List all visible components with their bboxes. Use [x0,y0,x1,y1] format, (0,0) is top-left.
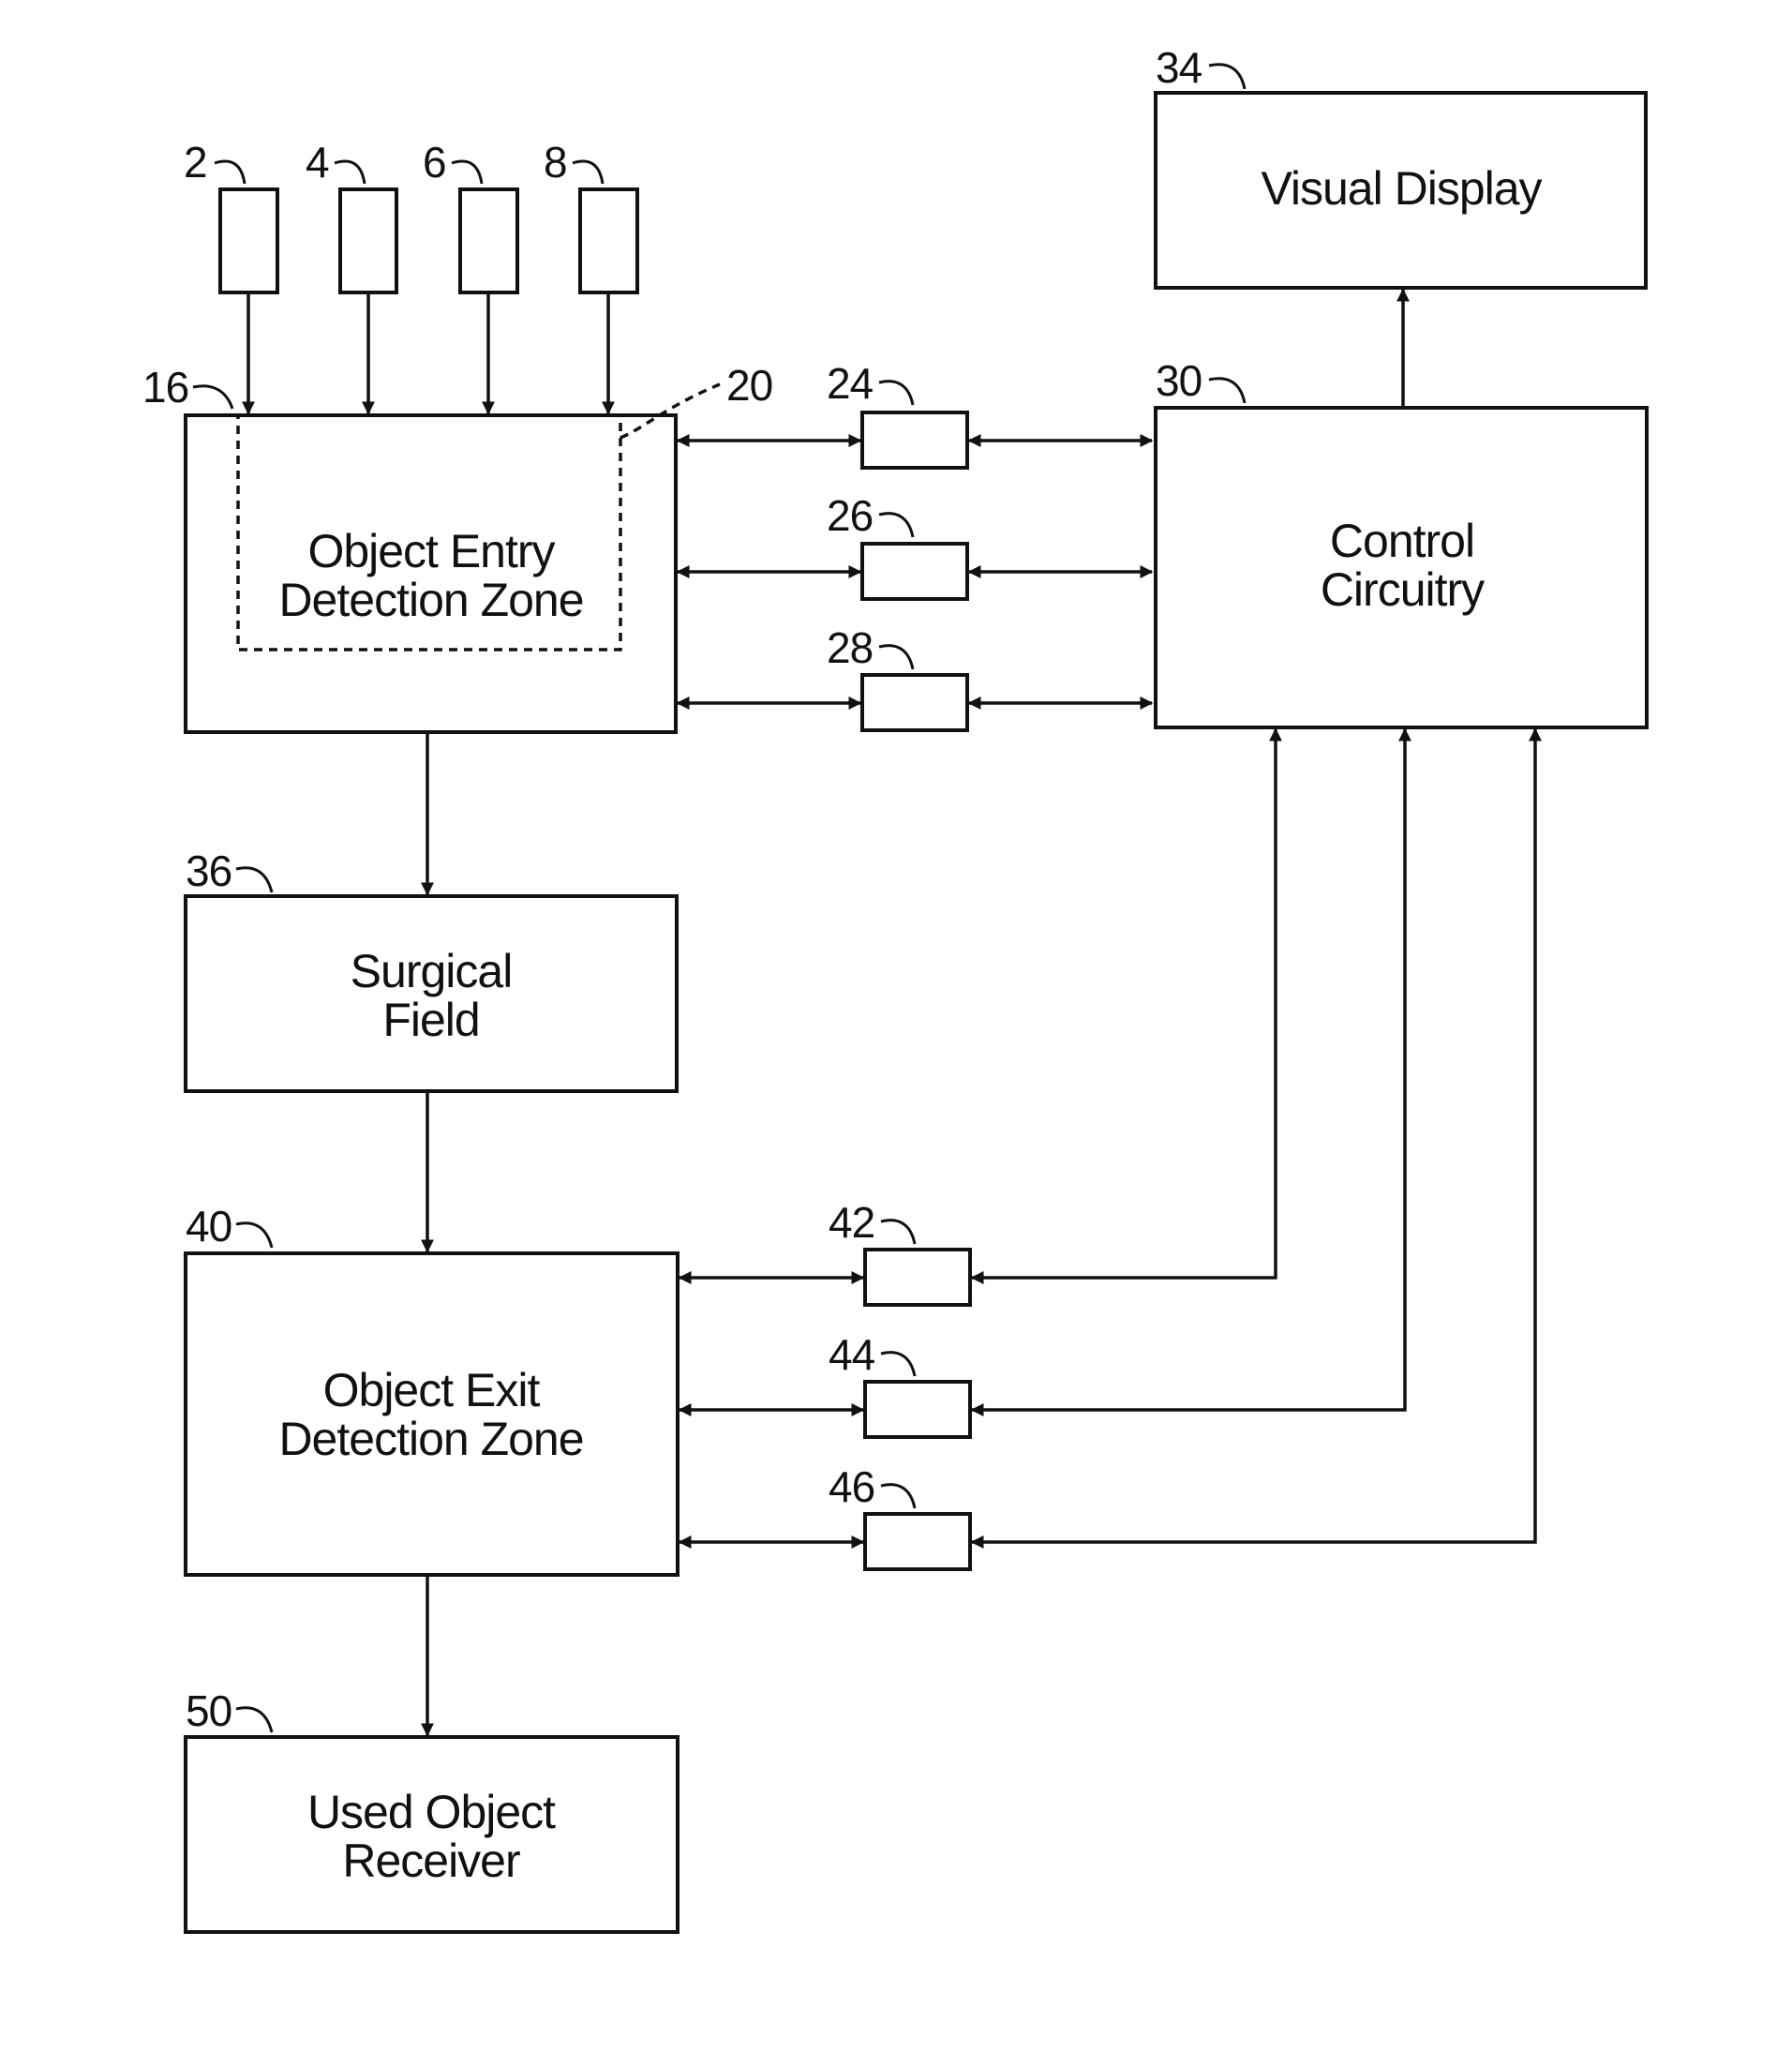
ref-label-50: 50 [186,1686,231,1735]
ref-label-16: 16 [142,363,188,412]
ref-label-34: 34 [1156,43,1202,92]
surgical-field-label-line2: Field [382,994,479,1046]
visual-display-block: Visual Display 34 [1156,43,1646,288]
input-device-2: 2 [184,138,277,292]
reader-28: 28 [827,623,967,730]
input-device-6: 6 [423,138,517,292]
reader-42: 42 [829,1198,970,1305]
link-44-control [972,729,1405,1410]
ref-label-8: 8 [544,138,567,187]
ref-label-30: 30 [1156,356,1202,405]
ref-label-6: 6 [423,138,446,187]
ref-label-2: 2 [184,138,207,187]
surgical-field-block: Surgical Field 36 [186,846,677,1091]
entry-zone-label-line2: Detection Zone [278,574,583,626]
control-circuitry-block: Control Circuitry 30 [1156,356,1647,727]
link-42-control [972,729,1276,1278]
ref-label-20: 20 [726,361,772,410]
control-label-line1: Control [1330,515,1474,567]
ref-label-28: 28 [827,623,873,672]
used-object-receiver-block: Used Object Receiver 50 [186,1686,678,1932]
ref-label-36: 36 [186,846,231,895]
reader-44: 44 [829,1330,970,1437]
reader-46: 46 [829,1462,970,1569]
exit-zone-label-line1: Object Exit [323,1364,541,1416]
visual-display-label: Visual Display [1261,162,1542,215]
surgical-field-label-line1: Surgical [351,945,513,997]
ref-label-4: 4 [306,138,329,187]
receiver-label-line2: Receiver [342,1835,520,1887]
input-device-8: 8 [544,138,637,292]
input-device-4: 4 [306,138,396,292]
reader-24: 24 [827,359,967,468]
reader-26: 26 [827,491,967,599]
exit-zone-label-line2: Detection Zone [278,1413,583,1465]
link-46-control [972,729,1535,1542]
ref-label-46: 46 [829,1462,874,1511]
ref-label-44: 44 [829,1330,875,1379]
entry-zone-label-line1: Object Entry [307,525,555,577]
ref-label-24: 24 [827,359,874,408]
entry-detection-zone-block: Object Entry Detection Zone 16 20 [142,361,772,732]
exit-detection-zone-block: Object Exit Detection Zone 40 [186,1202,678,1575]
receiver-label-line1: Used Object [307,1786,556,1838]
ref-label-42: 42 [829,1198,874,1247]
ref-label-40: 40 [186,1202,231,1251]
control-label-line2: Circuitry [1321,563,1485,616]
ref-label-26: 26 [827,491,873,540]
